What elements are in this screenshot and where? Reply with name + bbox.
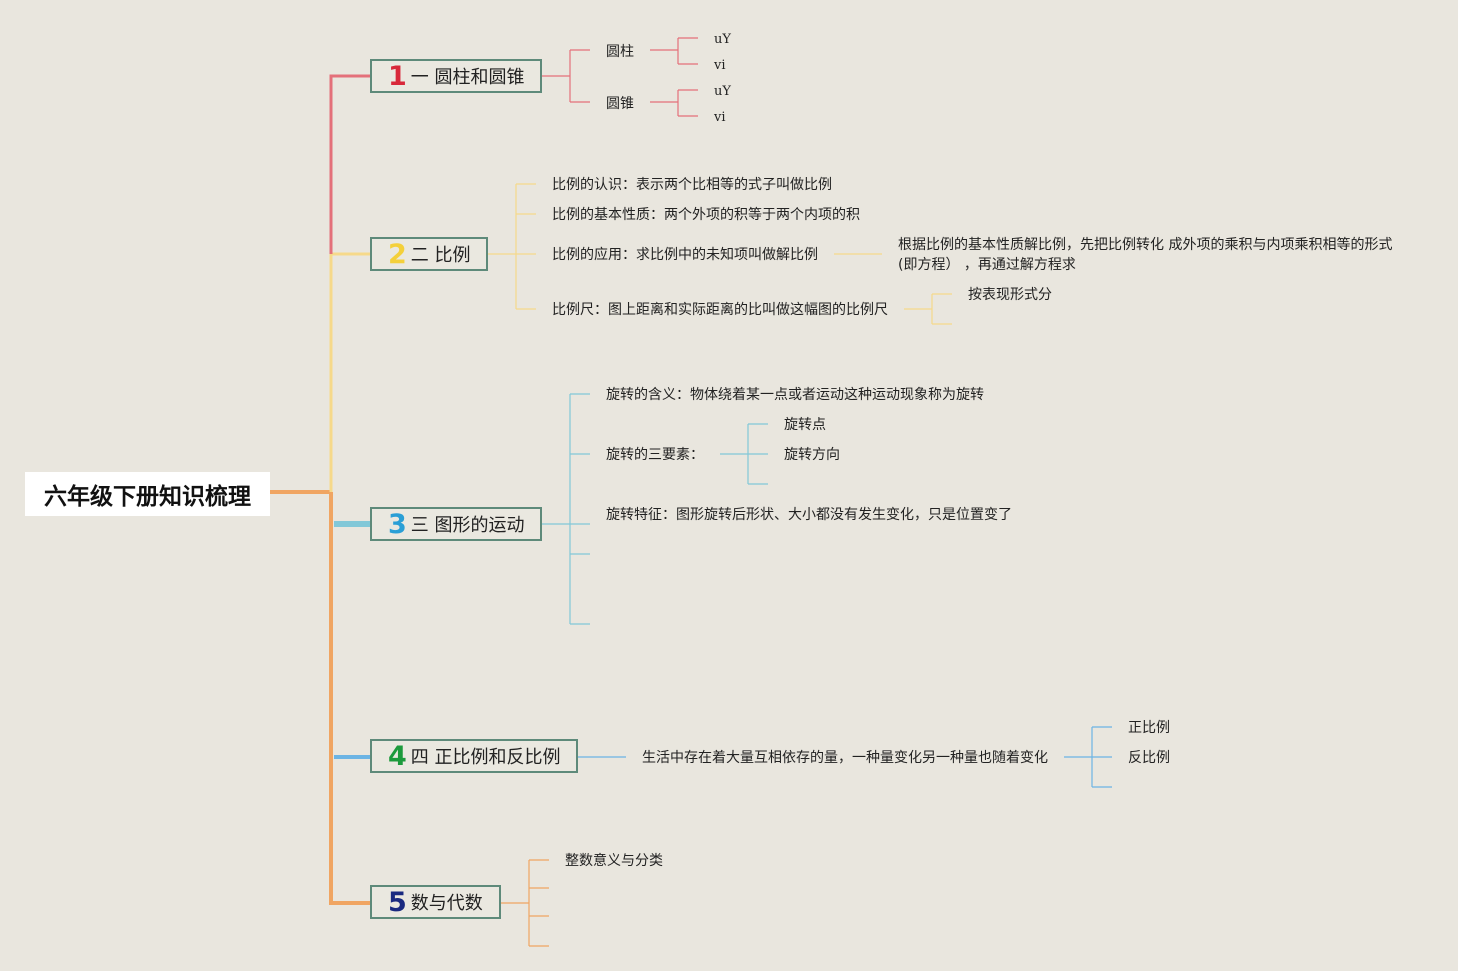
- b5-bracket: [501, 859, 549, 947]
- branch-3-topic[interactable]: 3 三 图形的运动: [370, 507, 542, 541]
- b3-item-features[interactable]: 旋转特征：图形旋转后形状、大小都没有发生变化，只是位置变了: [606, 507, 1012, 523]
- b1-sub-4[interactable]: vi: [714, 110, 726, 125]
- b2-item-scale[interactable]: 比例尺：图上距离和实际距离的比叫做这幅图的比例尺: [552, 302, 888, 318]
- b2-application-note-line1[interactable]: 根据比例的基本性质解比例，先把比例转化 成外项的乘积与内项乘积相等的形式: [898, 237, 1393, 253]
- b1-sub-bracket-1: [650, 37, 698, 65]
- branch-3-title: 三 图形的运动: [410, 515, 525, 536]
- b1-sub-bracket-2: [650, 89, 698, 117]
- b1-sub-2[interactable]: vi: [714, 58, 726, 73]
- b2-scale-bracket: [904, 293, 952, 325]
- b2-item-recognition[interactable]: 比例的认识：表示两个比相等的式子叫做比例: [552, 177, 832, 193]
- branch-4-title: 四 正比例和反比例: [410, 747, 561, 768]
- branch-2-title: 二 比例: [410, 245, 471, 266]
- branch-4-number: 4: [388, 740, 407, 772]
- branch-1-number: 1: [388, 60, 407, 92]
- b1-item-cylinder[interactable]: 圆柱: [606, 44, 634, 60]
- b1-sub-3[interactable]: uY: [714, 84, 731, 99]
- b3-item-meaning[interactable]: 旋转的含义：物体绕着某一点或者运动这种运动现象称为旋转: [606, 387, 984, 403]
- b3-bracket: [542, 393, 590, 625]
- branch-5-title: 数与代数: [410, 893, 483, 914]
- b2-application-note-line2[interactable]: (即方程） ，再通过解方程求: [898, 257, 1076, 273]
- b5-item-integers[interactable]: 整数意义与分类: [565, 853, 663, 869]
- b3-element-direction[interactable]: 旋转方向: [784, 447, 840, 463]
- b1-sub-1[interactable]: uY: [714, 32, 731, 47]
- root-topic[interactable]: 六年级下册知识梳理: [25, 472, 270, 516]
- b1-item-cone[interactable]: 圆锥: [606, 96, 634, 112]
- b3-sub-bracket: [720, 423, 768, 485]
- branch-3-number: 3: [388, 508, 407, 540]
- branch-4-topic[interactable]: 4 四 正比例和反比例: [370, 739, 578, 773]
- b4-item-dependence[interactable]: 生活中存在着大量互相依存的量，一种量变化另一种量也随着变化: [642, 750, 1048, 766]
- b4-sub-direct[interactable]: 正比例: [1128, 720, 1170, 736]
- trunk-to-branch-5: [329, 492, 370, 905]
- branch-2-topic[interactable]: 2 二 比例: [370, 237, 488, 271]
- trunk-to-branch-1: [329, 74, 370, 254]
- b3-element-point[interactable]: 旋转点: [784, 417, 826, 433]
- b1-bracket: [542, 49, 590, 103]
- trunk-to-branch-2: [329, 252, 370, 492]
- branch-5-number: 5: [388, 886, 407, 918]
- b2-item-property[interactable]: 比例的基本性质：两个外项的积等于两个内项的积: [552, 207, 860, 223]
- b2-scale-note[interactable]: 按表现形式分: [968, 287, 1052, 303]
- branch-1-topic[interactable]: 1 一 圆柱和圆锥: [370, 59, 542, 93]
- branch-2-number: 2: [388, 238, 407, 270]
- branch-1-title: 一 圆柱和圆锥: [410, 67, 525, 88]
- b3-item-elements[interactable]: 旋转的三要素：: [606, 447, 704, 463]
- b4-sub-inverse[interactable]: 反比例: [1128, 750, 1170, 766]
- b4-sub-bracket: [1064, 726, 1112, 788]
- b2-bracket: [488, 183, 536, 310]
- branch-5-topic[interactable]: 5 数与代数: [370, 885, 501, 919]
- b2-item-application[interactable]: 比例的应用：求比例中的未知项叫做解比例: [552, 247, 818, 263]
